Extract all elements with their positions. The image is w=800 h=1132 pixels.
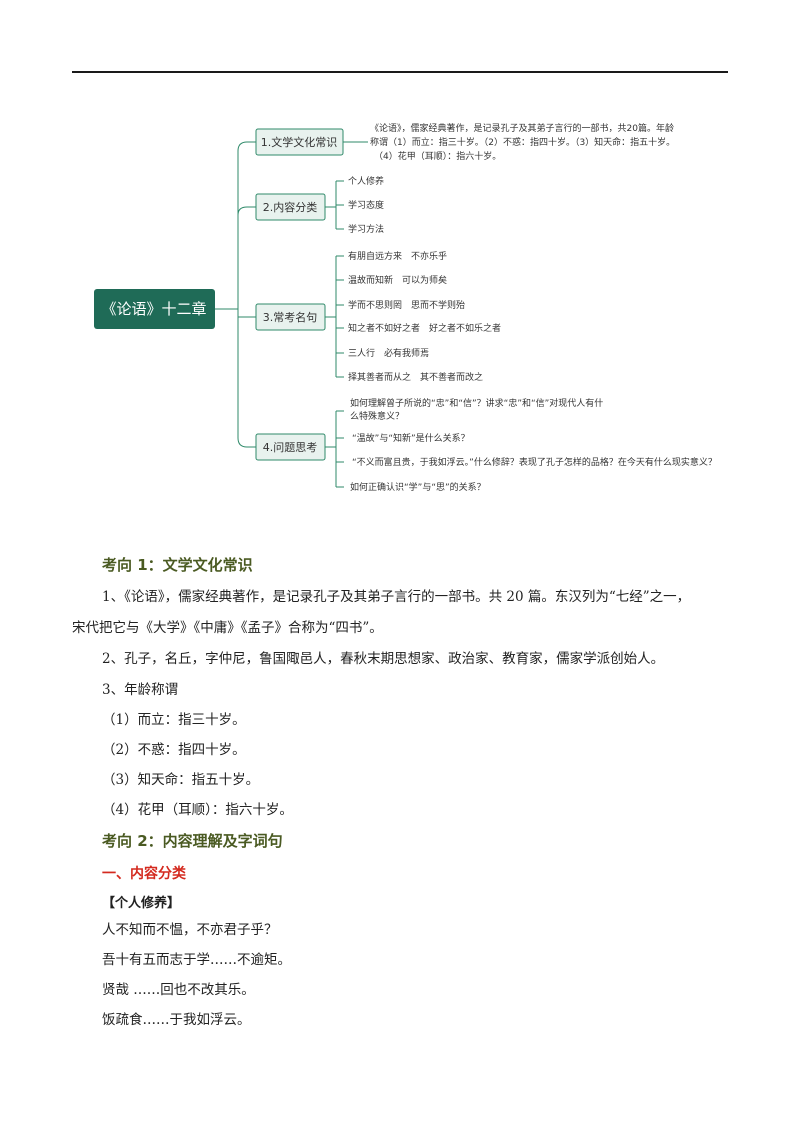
paragraph-1-line-2: 宋代把它与《大学》《中庸》《孟子》合称为“四书”。 xyxy=(72,620,383,636)
age-item: （3）知天命：指五十岁。 xyxy=(102,772,260,788)
mindmap-leaf: （4）花甲（耳顺）：指六十岁。 xyxy=(374,150,501,162)
mindmap-leaf: 择其善者而从之 其不善者而改之 xyxy=(348,371,483,383)
subsection-heading: 一、内容分类 xyxy=(102,866,186,882)
mindmap-leaf: 学习态度 xyxy=(348,199,384,211)
paragraph-2: 2、孔子，名丘，字仲尼，鲁国陬邑人，春秋末期思想家、政治家、教育家，儒家学派创始… xyxy=(102,651,665,667)
mindmap-branch-2-label: 2.内容分类 xyxy=(263,200,318,214)
mindmap-leaf: 个人修养 xyxy=(348,175,384,187)
mindmap-leaf: 如何理解曾子所说的“忠”和“信”？讲求“忠”和“信”对现代人有什 xyxy=(350,397,603,409)
mind-map: 《论语》十二章 1.文学文化常识 2.内容分类 3.常考名句 4.问题思考 《论… xyxy=(94,122,717,493)
mindmap-leaf: 如何正确认识“学”与“思”的关系？ xyxy=(350,481,486,493)
mindmap-branch-1-box xyxy=(255,128,344,156)
age-item: （1）而立：指三十岁。 xyxy=(102,712,246,728)
mindmap-leaf: 学而不思则罔 思而不学则殆 xyxy=(348,299,465,311)
trunk-branch-3 xyxy=(237,309,256,318)
mindmap-branch-4-box xyxy=(255,433,326,461)
branch-4-bracket xyxy=(325,410,344,488)
mindmap-leaf: 么特殊意义？ xyxy=(350,410,404,422)
header-rule xyxy=(72,71,728,73)
mindmap-leaf: “不义而富且贵，于我如浮云。”什么修辞？表现了孔子怎样的品格？在今天有什么现实意… xyxy=(352,456,717,468)
branch-2-bracket xyxy=(325,180,344,230)
branch-3-bracket xyxy=(325,255,344,378)
age-item: （2）不惑：指四十岁。 xyxy=(102,742,246,758)
paragraph-1-line-1: 1、《论语》，儒家经典著作，是记录孔子及其弟子言行的一部书。共 20 篇。东汉列… xyxy=(102,589,691,605)
paragraph-3: 3、年龄称谓 xyxy=(102,682,179,698)
trunk-branch-1 xyxy=(237,141,256,309)
mindmap-leaf: 三人行 必有我师焉 xyxy=(348,347,429,359)
mindmap-leaf: 称谓（1）而立：指三十岁。（2）不惑：指四十岁。（3）知天命：指五十岁。 xyxy=(370,136,675,148)
mindmap-branch-3-label: 3.常考名句 xyxy=(263,310,318,324)
age-item: （4）花甲（耳顺）：指六十岁。 xyxy=(102,802,293,818)
quote-line: 吾十有五而志于学……不逾矩。 xyxy=(102,952,291,968)
mindmap-root-label: 《论语》十二章 xyxy=(101,300,206,318)
mindmap-leaf: 《论语》，儒家经典著作，是记录孔子及其弟子言行的一部书，共20篇。年龄 xyxy=(370,122,674,134)
quote-line: 人不知而不愠，不亦君子乎？ xyxy=(102,922,278,938)
mindmap-leaf: “温故”与“知新”是什么关系？ xyxy=(352,432,470,444)
quote-line: 贤哉 ……回也不改其乐。 xyxy=(102,982,255,998)
mindmap-branch-3-box xyxy=(255,303,326,331)
mindmap-branch-4-label: 4.问题思考 xyxy=(263,441,318,454)
trunk-branch-2 xyxy=(237,206,256,309)
mindmap-leaf: 学习方法 xyxy=(348,223,384,235)
category-heading: 【个人修养】 xyxy=(102,896,181,911)
section-2-heading: 考向 2：内容理解及字词句 xyxy=(102,832,283,850)
mindmap-root-box xyxy=(94,289,215,329)
quote-line: 饭疏食……于我如浮云。 xyxy=(102,1012,251,1028)
trunk-branch-4 xyxy=(237,309,256,448)
mindmap-leaf: 温故而知新 可以为师矣 xyxy=(348,274,447,286)
section-1-heading: 考向 1：文学文化常识 xyxy=(102,556,253,574)
mindmap-branch-1-label: 1.文学文化常识 xyxy=(261,135,338,149)
mindmap-branch-2-box xyxy=(255,193,326,221)
mindmap-leaf: 知之者不如好之者 好之者不如乐之者 xyxy=(348,322,501,334)
mindmap-leaf: 有朋自远方来 不亦乐乎 xyxy=(348,250,447,262)
